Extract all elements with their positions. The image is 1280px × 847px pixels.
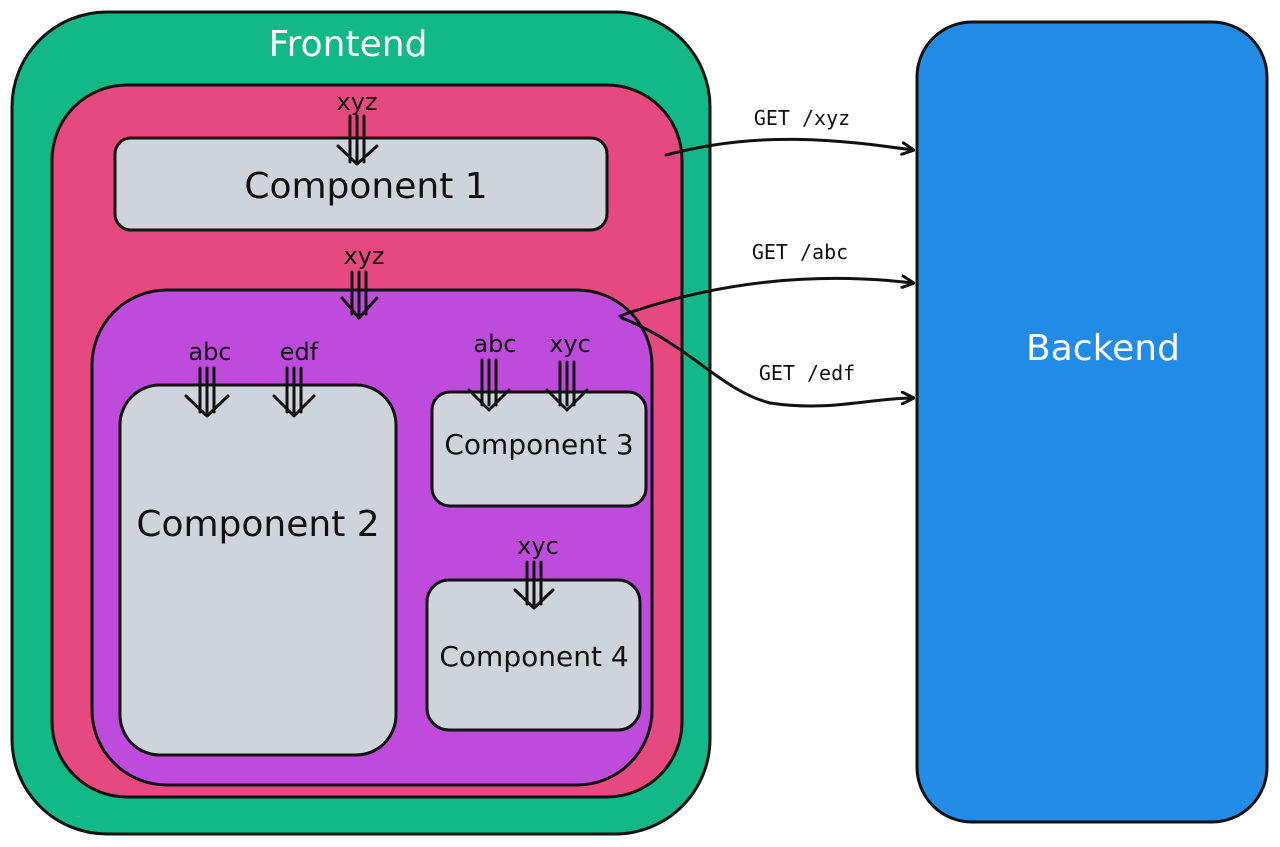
component-3-input-abc-label: abc [473, 330, 516, 358]
component-3-input-xyc-arrow-icon [545, 360, 589, 412]
component-3-input-abc-arrow-icon [467, 358, 511, 412]
request-label-abc: GET /abc [752, 240, 848, 264]
component-3-input-xyc-label: xyc [549, 330, 591, 358]
request-arrow-edf [620, 316, 913, 408]
component-2-input-abc-arrow-icon [184, 366, 230, 418]
component-4-label: Component 4 [439, 640, 628, 673]
component-1-box [113, 136, 609, 232]
component-2-input-edf-arrow-icon [272, 366, 316, 418]
request-arrow-xyz [664, 137, 913, 157]
request-arrow-abc [618, 278, 913, 318]
request-label-xyz: GET /xyz [754, 106, 850, 130]
request-label-edf: GET /edf [759, 361, 855, 385]
component-2-input-edf-label: edf [280, 338, 319, 366]
component-1-input-arrow-icon [336, 114, 379, 166]
component-2-box [118, 383, 398, 757]
component-4-input-arrow-icon [513, 560, 555, 610]
nested-input-arrow-icon [340, 270, 379, 320]
backend-container [915, 20, 1269, 824]
component-1-label: Component 1 [244, 166, 487, 207]
component-1-input-label: xyz [336, 88, 377, 116]
nested-input-label: xyz [343, 242, 384, 270]
component-3-box [430, 390, 648, 508]
component-2-label: Component 2 [136, 504, 379, 545]
component-3-label: Component 3 [444, 428, 633, 461]
backend-title: Backend [1026, 328, 1180, 369]
frontend-title: Frontend [269, 24, 428, 65]
component-4-input-label: xyc [517, 532, 559, 560]
component-2-input-abc-label: abc [188, 338, 231, 366]
